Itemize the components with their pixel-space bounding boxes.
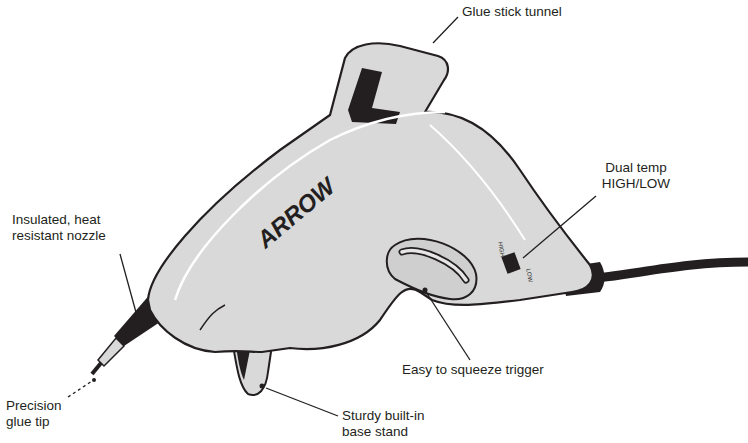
leader-dot (260, 384, 265, 389)
gun-body (148, 43, 593, 352)
precision-tip (92, 363, 101, 374)
leader-dot (92, 378, 96, 382)
trigger-slot (402, 251, 466, 280)
nozzle-tip-collar (98, 338, 124, 366)
trigger-slot-inner (402, 251, 466, 280)
callout-label: Precision glue tip (6, 398, 78, 430)
leader-line (68, 381, 92, 397)
leader-dot (135, 316, 140, 321)
callout-label: Dual temp HIGH/LOW (596, 160, 676, 192)
leader-line (523, 196, 596, 258)
callout-label: Sturdy built-in base stand (342, 408, 450, 440)
body-seam (200, 305, 225, 330)
leader-line (120, 254, 137, 316)
trigger (387, 239, 477, 300)
leader-line (426, 292, 470, 360)
leader-line (266, 388, 338, 416)
power-cord (585, 262, 748, 279)
grip-highlight (430, 125, 525, 240)
callout-label: Glue stick tunnel (462, 4, 592, 20)
callout-label: Insulated, heat resistant nozzle (12, 212, 130, 244)
leader-line (433, 17, 458, 43)
callout-label: Easy to squeeze trigger (402, 362, 572, 378)
glue-stick-tunnel (348, 68, 400, 124)
leader-dot (423, 288, 428, 293)
